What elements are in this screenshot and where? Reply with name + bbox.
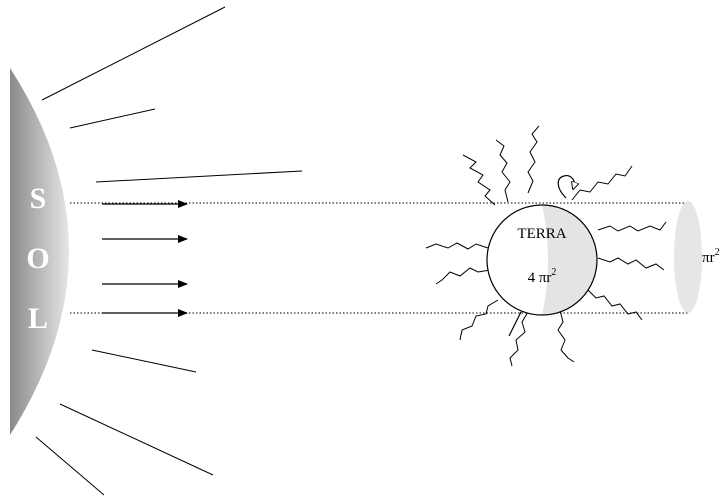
wiggly-ray <box>597 257 665 271</box>
earth-shadow <box>542 205 597 315</box>
sun-letter-s: S <box>30 182 47 215</box>
wiggly-ray <box>571 165 633 201</box>
wiggly-ray <box>597 221 667 232</box>
ray-line <box>95 170 303 183</box>
wiggly-ray <box>459 299 499 341</box>
cross-section-label: πr2 <box>702 247 720 266</box>
wiggly-ray <box>587 289 643 321</box>
sun-shape <box>10 68 69 435</box>
sun-letter-l: L <box>28 302 48 335</box>
ray-line <box>69 108 156 129</box>
earth-axis <box>508 311 522 337</box>
wiggly-ray <box>527 125 540 194</box>
wiggly-ray <box>462 154 496 206</box>
earth-label: TERRA <box>517 226 566 242</box>
rotation-arrow-icon <box>557 175 574 199</box>
earth-outline <box>486 204 598 316</box>
ray-line <box>35 436 105 496</box>
earth-surface-label: 4 πr2 <box>528 267 557 286</box>
scattered-rays <box>35 6 303 496</box>
ray-line <box>41 6 226 101</box>
sun-letter-o: O <box>26 242 49 275</box>
wiggly-ray <box>557 309 575 363</box>
wiggly-ray <box>495 139 511 203</box>
ray-line <box>59 403 214 476</box>
ray-line <box>91 349 197 373</box>
wiggly-ray <box>435 267 491 285</box>
cross-section-disc <box>674 201 702 313</box>
wiggly-ray <box>509 311 529 367</box>
wiggly-ray <box>425 242 489 250</box>
incoming-arrows <box>102 200 188 317</box>
emitted-radiation <box>425 125 667 367</box>
